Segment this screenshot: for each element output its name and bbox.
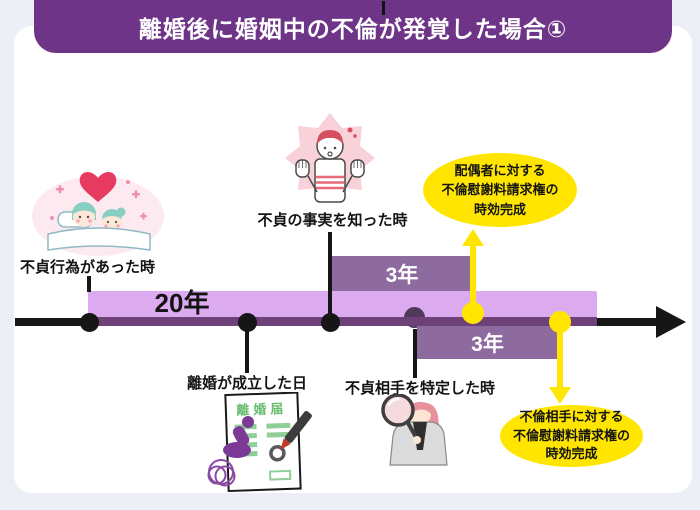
- period-20-years-label: 20年: [154, 288, 210, 318]
- label-adultery: 不貞行為があった時: [20, 259, 156, 276]
- period-bar-3-years-partner: 3年: [417, 326, 558, 359]
- couple-in-bed-illustration: [28, 160, 168, 258]
- divorce-paper-stamp-illustration: 離婚届: [197, 392, 317, 494]
- callout-partner-line2: 不倫慰謝料請求権の: [512, 427, 630, 443]
- period-3-years-partner-label: 3年: [471, 332, 504, 356]
- arrow-up-icon: [462, 229, 484, 246]
- shocked-woman-illustration: [284, 110, 376, 206]
- arrow-down-icon: [549, 387, 571, 404]
- connector-divorce: [245, 329, 249, 373]
- woman-with-magnifier-illustration: [368, 394, 460, 466]
- connector-knew-fact: [328, 232, 332, 320]
- callout-spouse-line2: 不倫慰謝料請求権の: [441, 182, 559, 198]
- event-dot-knew-fact: [321, 313, 340, 332]
- callout-spouse-line3: 時効完成: [473, 201, 526, 217]
- timeline-covered-segment: [88, 317, 597, 326]
- event-dot-divorce: [238, 313, 257, 332]
- callout-partner-line1: 不倫相手に対する: [519, 409, 624, 425]
- label-divorce: 離婚が成立した日: [187, 375, 308, 392]
- period-bar-20-years: [88, 291, 597, 318]
- callout-partner-line3: 時効完成: [545, 446, 598, 462]
- connector-identified-partner: [413, 329, 417, 378]
- callout-spouse-line1: 配偶者に対する: [454, 162, 546, 178]
- label-knew-fact: 不貞の事実を知った時: [257, 212, 408, 229]
- title-banner: 離婚後に婚姻中の不倫が発覚した場合①: [34, 0, 672, 53]
- expiry-line-spouse: [470, 244, 476, 312]
- period-bar-3-years-spouse: 3年: [331, 256, 473, 291]
- connector-adultery: [87, 276, 91, 292]
- event-dot-adultery: [80, 313, 99, 332]
- expiry-dot-spouse: [462, 302, 484, 324]
- timeline-arrowhead-icon: [656, 306, 686, 338]
- label-identified-partner: 不貞相手を特定した時: [345, 380, 496, 397]
- stray-mark: [382, 1, 385, 15]
- callout-partner-expiry: 不倫相手に対する 不倫慰謝料請求権の 時効完成: [500, 405, 643, 467]
- divorce-paper-title: 離婚届: [236, 401, 288, 418]
- callout-spouse-expiry: 配偶者に対する 不倫慰謝料請求権の 時効完成: [423, 153, 577, 227]
- expiry-line-partner: [557, 326, 563, 388]
- expiry-dot-partner: [549, 311, 571, 333]
- page-title: 離婚後に婚姻中の不倫が発覚した場合①: [138, 15, 568, 42]
- period-3-years-spouse-label: 3年: [385, 263, 419, 287]
